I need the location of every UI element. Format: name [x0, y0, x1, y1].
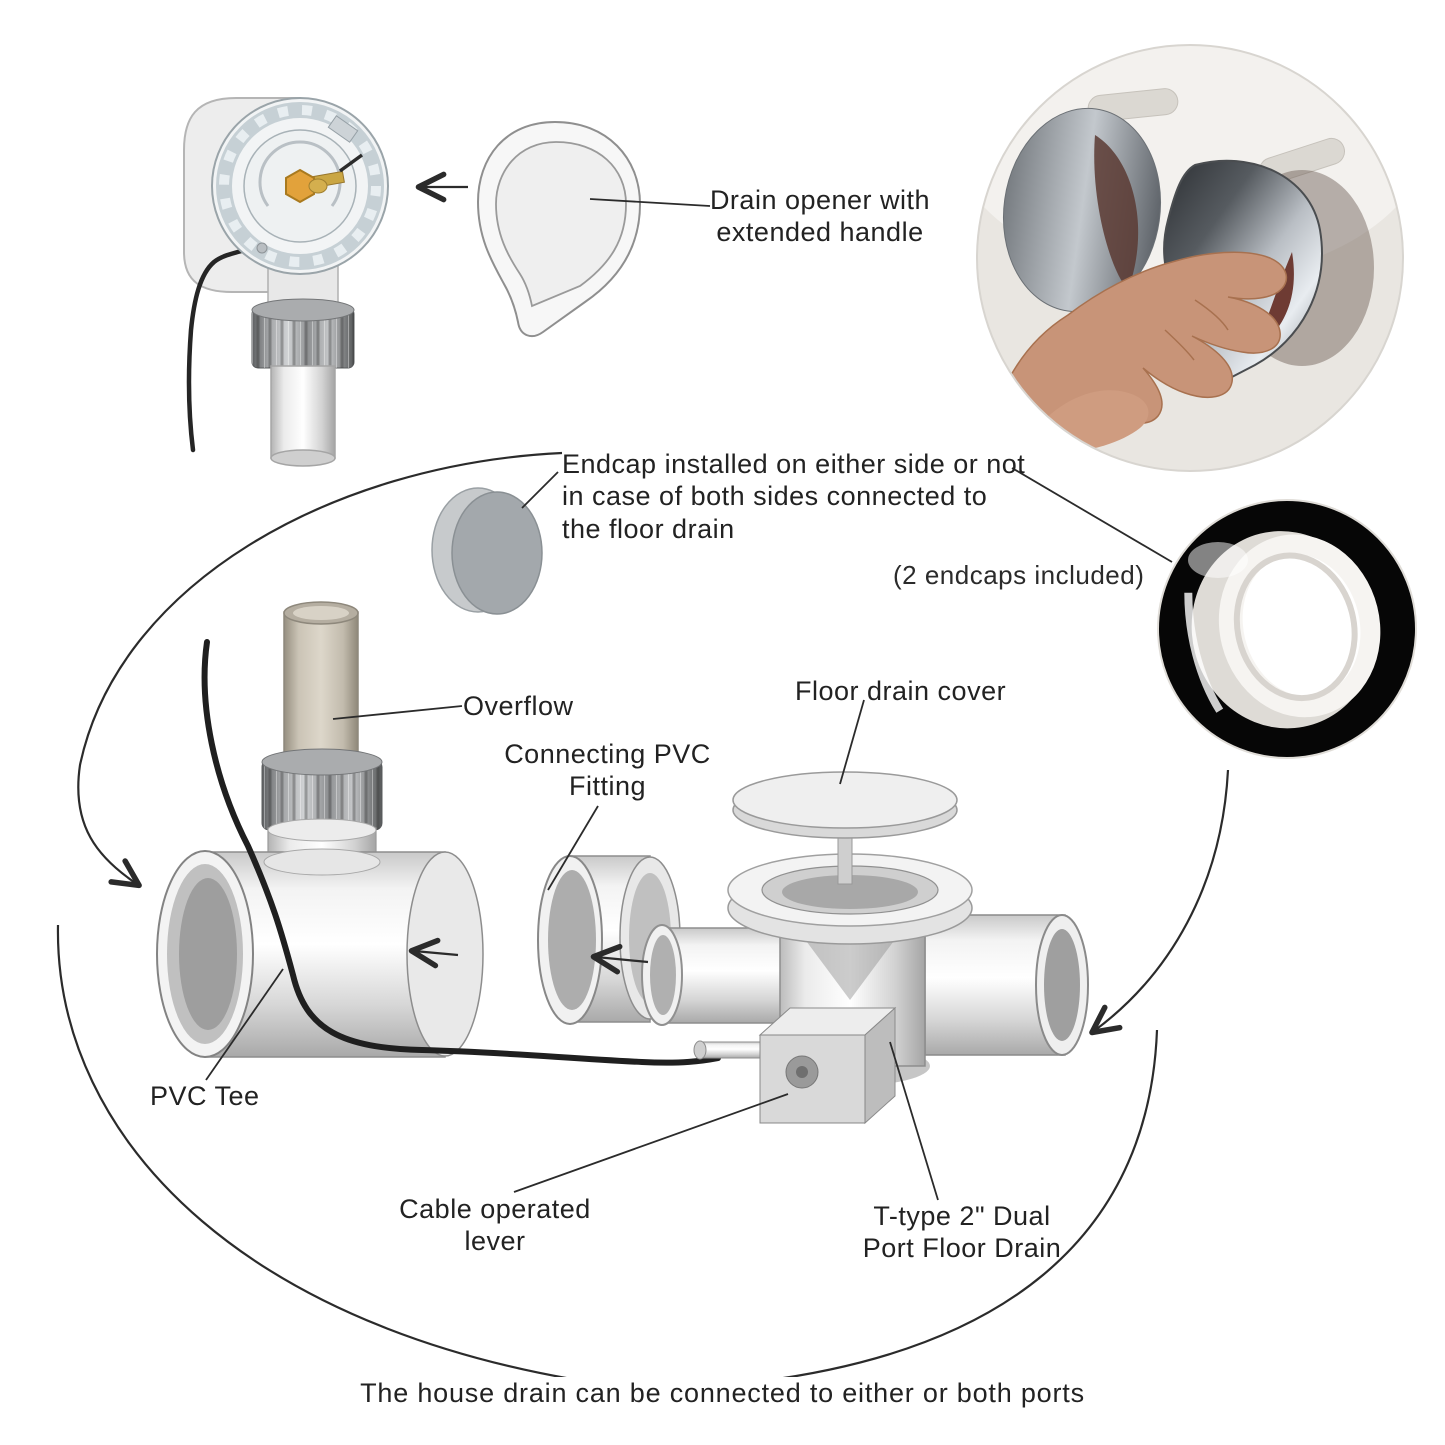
- t-type-drain-label: T-type 2" Dual Port Floor Drain: [862, 1201, 1062, 1264]
- overflow-label: Overflow: [463, 691, 574, 721]
- tub-photo: [976, 44, 1404, 472]
- connecting-fitting-label: Connecting PVC Fitting: [504, 739, 711, 802]
- leader-tee: [205, 968, 284, 1081]
- loop-left-arrow: [77, 451, 563, 889]
- coupling-nut: [261, 748, 383, 831]
- handle-illustration: [476, 120, 642, 338]
- loop-right-arrow: [1089, 769, 1230, 1036]
- endcap-illustration: [431, 487, 543, 615]
- leader-lever: [513, 1093, 789, 1193]
- cable-lever: [693, 1006, 897, 1125]
- leader-drain-opener: [589, 198, 711, 207]
- leader-lines: [205, 198, 1173, 1201]
- clamp-screw: [327, 115, 359, 143]
- opener-tailpipe: [270, 365, 336, 459]
- overflow-pipe: [283, 601, 359, 773]
- leader-fitting: [547, 805, 599, 891]
- endcaps-included-label: (2 endcaps included): [893, 560, 1145, 590]
- leader-ttype: [889, 1041, 939, 1201]
- drain-opener-assembly: [183, 97, 389, 467]
- floor-drain-cover-label: Floor drain cover: [795, 676, 1007, 706]
- opener-coupling-nut: [251, 298, 355, 369]
- hub-orange: [285, 168, 315, 204]
- leader-endcap-disc: [521, 471, 559, 509]
- pvc-tee-label: PVC Tee: [150, 1081, 260, 1111]
- drain-opener-label: Drain opener with extended handle: [709, 185, 931, 248]
- house-drain-label: The house drain can be connected to eith…: [346, 1377, 1099, 1410]
- leader-cover: [839, 699, 865, 785]
- leader-overflow: [332, 705, 463, 720]
- drain-cover: [732, 771, 958, 885]
- fit-direction-arrows: [408, 937, 649, 975]
- leader-endcap-photo: [1011, 467, 1173, 563]
- endcap-note-label: Endcap installed on either side or not i…: [562, 449, 1026, 544]
- cable-lever-label: Cable operated lever: [399, 1194, 591, 1257]
- cable: [201, 639, 721, 1066]
- endcap-photo: [1157, 499, 1417, 759]
